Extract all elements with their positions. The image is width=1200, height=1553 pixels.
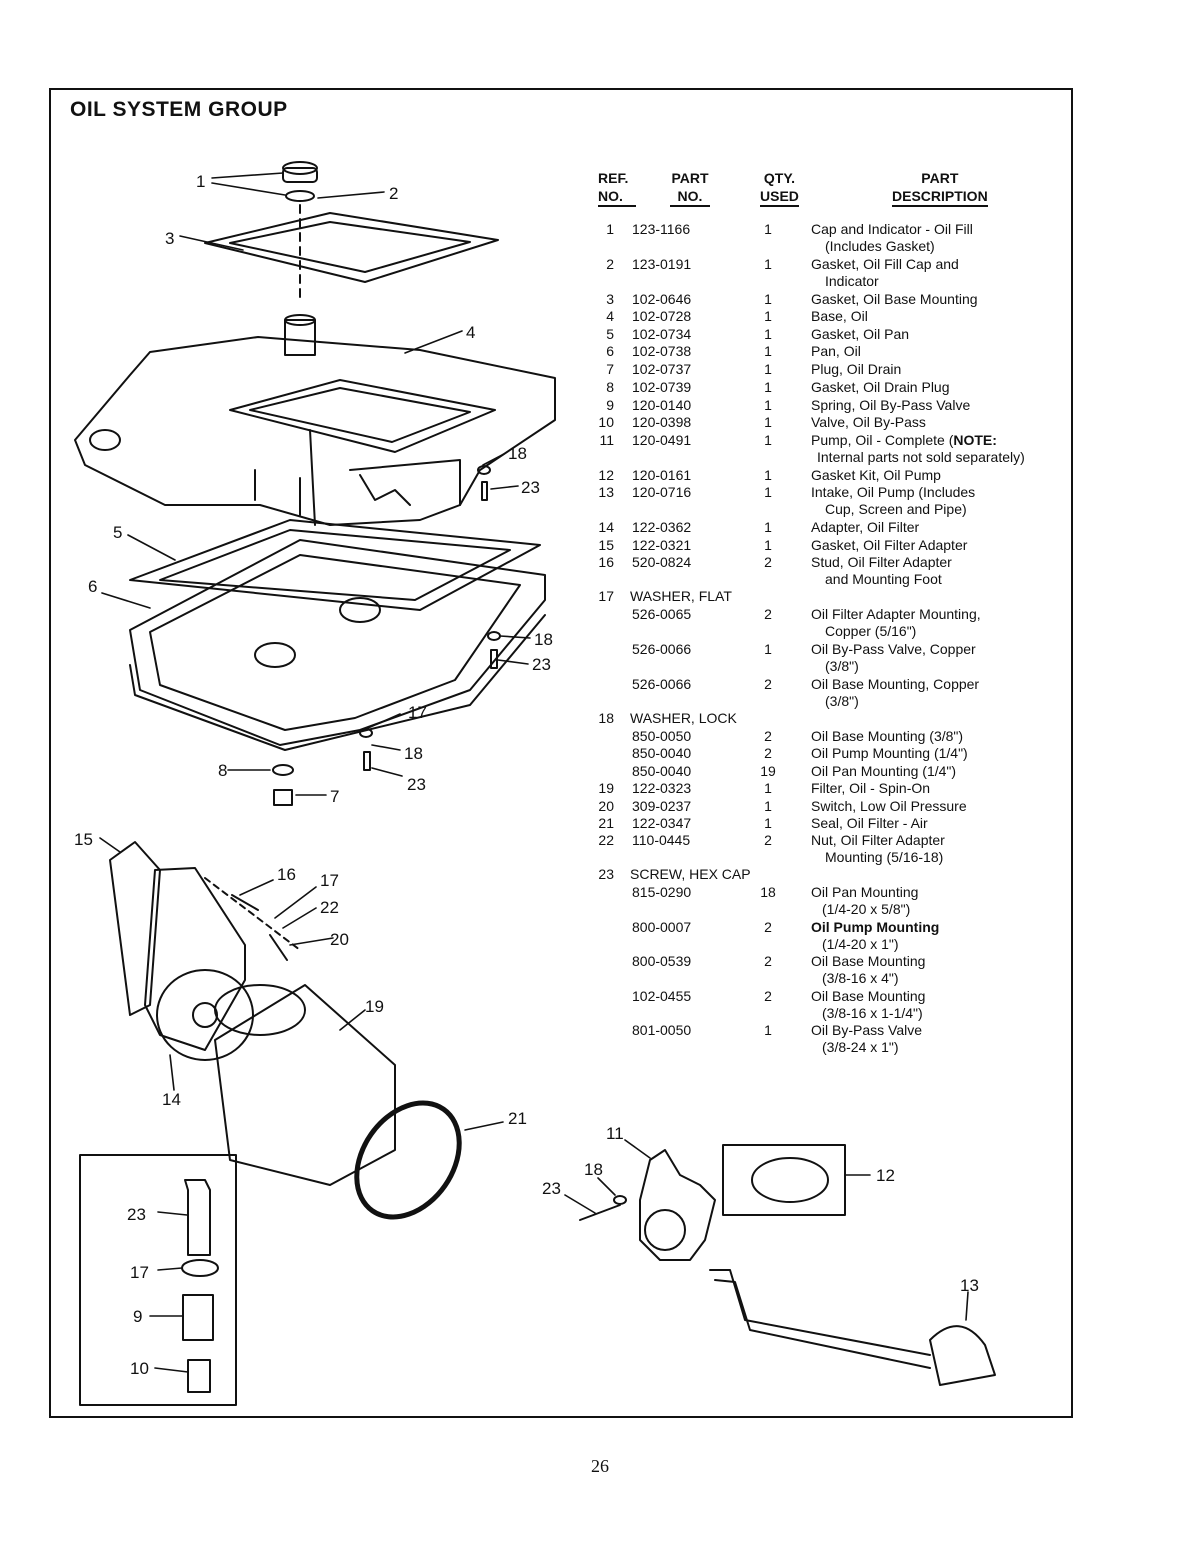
callout-4: 4 <box>466 323 475 342</box>
callout-9: 9 <box>133 1307 142 1326</box>
callout-21: 21 <box>508 1109 527 1128</box>
callout-18a: 18 <box>508 444 527 463</box>
header-part-no: PART NO. <box>670 169 710 207</box>
header-description: PART DESCRIPTION <box>892 169 988 207</box>
callout-17c: 17 <box>130 1263 149 1282</box>
callout-5: 5 <box>113 523 122 542</box>
callout-18d: 18 <box>584 1160 603 1179</box>
callout-23a: 23 <box>521 478 540 497</box>
oil-base-drawing <box>74 314 556 526</box>
callout-23b: 23 <box>532 655 551 674</box>
bypass-valve-inset <box>79 1154 237 1406</box>
callout-14: 14 <box>162 1090 181 1109</box>
oil-pump-drawing <box>579 1149 716 1261</box>
oil-pump-intake-drawing <box>709 1269 996 1386</box>
callout-23e: 23 <box>127 1205 146 1224</box>
pump-gasket-drawing <box>722 1144 846 1216</box>
leader-lines <box>99 172 969 1373</box>
header-ref: REF. NO. <box>598 169 636 207</box>
callout-20: 20 <box>330 930 349 949</box>
oil-pan-drawing <box>129 539 546 751</box>
callout-23c: 23 <box>407 775 426 794</box>
filter-adapter-drawing <box>109 841 301 1061</box>
drain-plug-drawing <box>272 764 294 806</box>
callout-17b: 17 <box>320 871 339 890</box>
oil-filter-drawing <box>214 984 396 1186</box>
callout-12: 12 <box>876 1166 895 1185</box>
callout-13: 13 <box>960 1276 979 1295</box>
callout-19: 19 <box>365 997 384 1016</box>
callout-18b: 18 <box>534 630 553 649</box>
header-qty: QTY. USED <box>760 169 799 207</box>
callout-16: 16 <box>277 865 296 884</box>
air-seal-drawing <box>354 1100 462 1220</box>
page-title: OIL SYSTEM GROUP <box>70 98 288 121</box>
callout-23d: 23 <box>542 1179 561 1198</box>
callout-6: 6 <box>88 577 97 596</box>
bypass-valve-drawing <box>181 1179 219 1393</box>
callout-15: 15 <box>74 830 93 849</box>
callout-10: 10 <box>130 1359 149 1378</box>
callout-11: 11 <box>606 1124 624 1143</box>
callout-1: 1 <box>196 172 205 191</box>
fasteners-drawing <box>359 465 501 771</box>
callout-8: 8 <box>218 761 227 780</box>
callout-17a: 17 <box>408 703 427 722</box>
callout-7: 7 <box>330 787 339 806</box>
page-number: 26 <box>591 1456 609 1476</box>
oil-base-gasket-drawing <box>204 212 499 283</box>
callout-2: 2 <box>389 184 398 203</box>
callout-3: 3 <box>165 229 174 248</box>
callout-18c: 18 <box>404 744 423 763</box>
page-frame <box>49 88 1073 1418</box>
callout-22: 22 <box>320 898 339 917</box>
oil-pan-gasket-drawing <box>129 519 541 611</box>
